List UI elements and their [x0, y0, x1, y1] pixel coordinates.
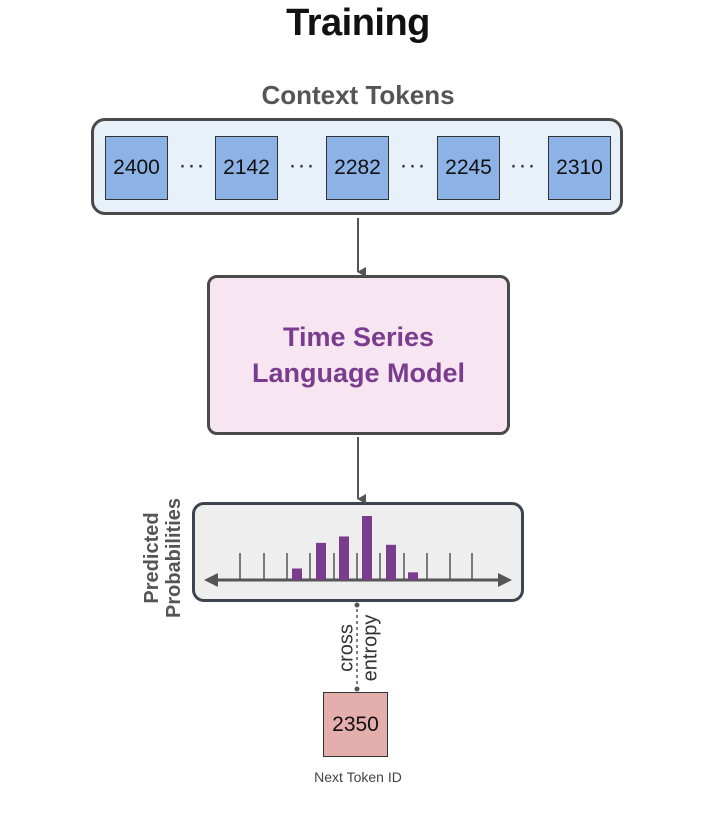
probability-bar-1 — [292, 568, 302, 580]
model-title-line-2: Language Model — [251, 358, 465, 388]
probability-distribution — [204, 516, 512, 587]
ellipsis-4: ··· — [509, 152, 537, 179]
probability-bar-4 — [362, 516, 372, 580]
ellipsis-1: ··· — [178, 152, 206, 179]
diagram-title: Training — [286, 2, 430, 44]
context-token-1: 2400 — [105, 136, 168, 200]
probability-bar-5 — [386, 544, 396, 580]
next-token-caption: Next Token ID — [314, 769, 402, 785]
probability-bar-2 — [316, 542, 326, 580]
model-title-line-1: Time Series — [282, 322, 435, 352]
context-tokens-label: Context Tokens — [261, 80, 455, 110]
axis-left-arrowhead — [204, 573, 218, 587]
next-token-box: 2350 — [323, 692, 388, 757]
axis-right-arrowhead — [498, 573, 512, 587]
context-token-2: 2142 — [215, 136, 278, 200]
cross-entropy-label: cross entropy — [328, 608, 388, 688]
context-token-4: 2245 — [437, 136, 500, 200]
cross-entropy-bottom-dot — [354, 686, 360, 692]
cross-entropy-line-1: cross — [335, 624, 357, 672]
ellipsis-2: ··· — [288, 152, 316, 179]
probability-bar-3 — [339, 536, 349, 580]
cross-entropy-top-dot — [354, 602, 360, 608]
predicted-probabilities-box — [192, 502, 524, 602]
language-model-box: Time Series Language Model — [207, 275, 510, 435]
cross-entropy-line-2: entropy — [359, 614, 381, 682]
probability-bar-6 — [408, 572, 418, 580]
context-token-3: 2282 — [326, 136, 389, 200]
ellipsis-3: ··· — [399, 152, 427, 179]
context-token-5: 2310 — [548, 136, 611, 200]
